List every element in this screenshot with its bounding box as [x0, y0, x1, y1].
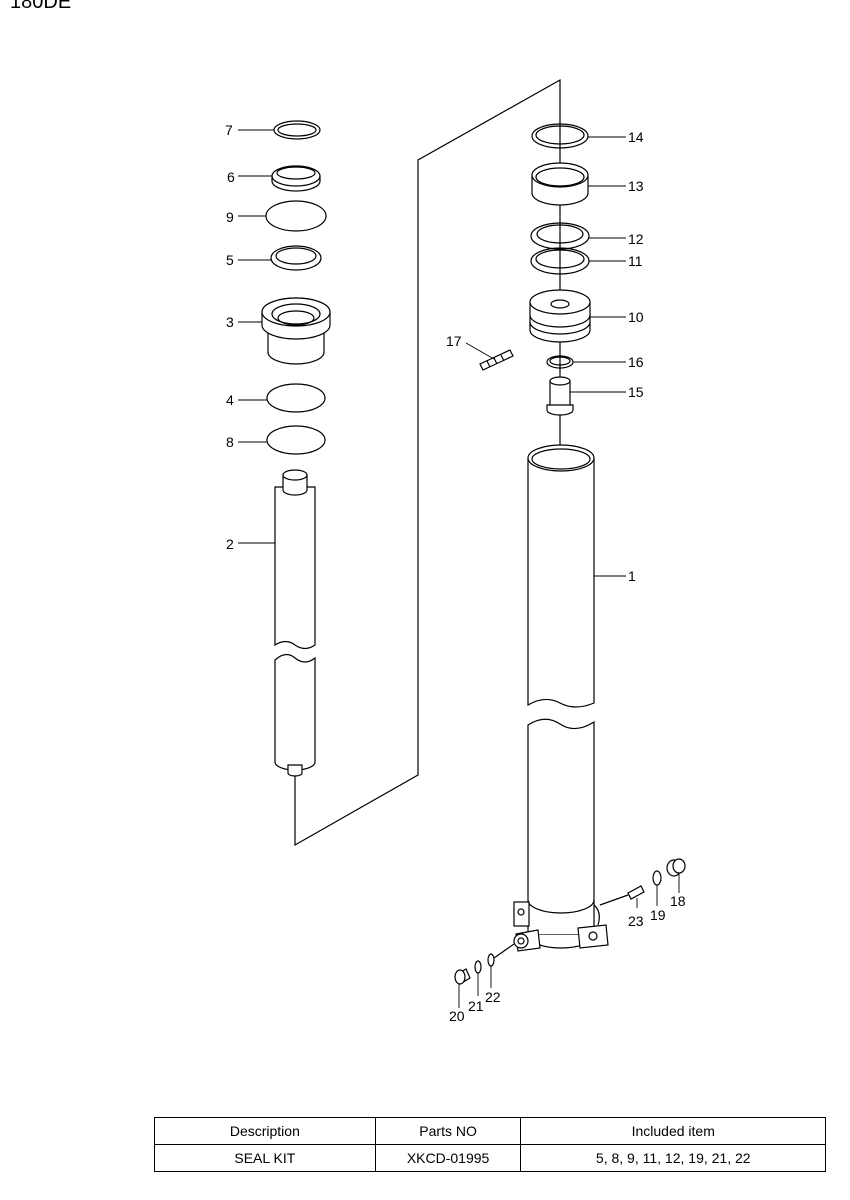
callout-7: 7: [225, 122, 233, 138]
callout-12: 12: [628, 231, 644, 247]
callout-3: 3: [226, 314, 234, 330]
callout-17: 17: [446, 333, 462, 349]
callout-8: 8: [226, 434, 234, 450]
header-included-item: Included item: [520, 1117, 826, 1145]
callout-5: 5: [226, 252, 234, 268]
callout-9: 9: [226, 209, 234, 225]
callout-2: 2: [226, 536, 234, 552]
part-21-o-ring: [474, 960, 482, 974]
callout-19: 19: [650, 907, 666, 923]
model-code: 180DE: [10, 0, 72, 13]
part-19-o-ring: [652, 870, 662, 886]
callout-21: 21: [468, 998, 484, 1014]
leader-lines: [238, 129, 680, 1008]
part-15-check-valve: [546, 376, 574, 416]
part-5-seal: [270, 245, 322, 271]
parts-table: Description Parts NO Included item SEAL …: [154, 1117, 826, 1172]
callout-1: 1: [628, 568, 636, 584]
part-9-o-ring: [265, 200, 327, 232]
part-1-cylinder-tube: [513, 444, 609, 952]
part-14-snap-ring: [531, 123, 589, 149]
callout-23: 23: [628, 913, 644, 929]
callout-16: 16: [628, 354, 644, 370]
cell-description: SEAL KIT: [154, 1144, 376, 1172]
callout-22: 22: [485, 989, 501, 1005]
part-10-piston: [529, 289, 591, 343]
part-12-seal: [530, 222, 590, 250]
part-20-plug: [454, 968, 471, 985]
callout-4: 4: [226, 392, 234, 408]
part-6-wiper: [271, 165, 321, 192]
callout-14: 14: [628, 129, 644, 145]
table-header-row: Description Parts NO Included item: [154, 1117, 826, 1145]
part-13-bushing: [531, 162, 589, 206]
part-7-snap-ring: [273, 120, 321, 140]
exploded-parts-diagram: 7 6 9 5 3 4 8 2 14 13 12 11 10 16 15 1 1…: [225, 78, 686, 1024]
callout-15: 15: [628, 384, 644, 400]
callout-10: 10: [628, 309, 644, 325]
part-4-o-ring: [266, 383, 326, 413]
header-description: Description: [154, 1117, 376, 1145]
table-row: SEAL KIT XKCD-01995 5, 8, 9, 11, 12, 19,…: [154, 1144, 826, 1172]
part-18-plug: [666, 858, 686, 877]
callout-20: 20: [449, 1008, 465, 1024]
callout-6: 6: [227, 169, 235, 185]
part-23-nipple: [599, 885, 645, 906]
part-2-piston-rod: [274, 469, 316, 777]
callout-18: 18: [670, 893, 686, 909]
part-22-o-ring: [487, 953, 495, 967]
cell-parts-no: XKCD-01995: [374, 1144, 522, 1172]
callout-numbers: 7 6 9 5 3 4 8 2 14 13 12 11 10 16 15 1 1…: [225, 122, 686, 1024]
assembly-line: [294, 78, 561, 847]
callout-11: 11: [628, 253, 643, 269]
part-8-backup-ring: [266, 425, 326, 455]
port-line: [493, 943, 515, 959]
part-17-set-screw: [479, 349, 514, 371]
callout-13: 13: [628, 178, 644, 194]
header-parts-no: Parts NO: [374, 1117, 522, 1145]
part-3-rod-cover: [261, 297, 331, 365]
cell-included-item: 5, 8, 9, 11, 12, 19, 21, 22: [520, 1144, 826, 1172]
